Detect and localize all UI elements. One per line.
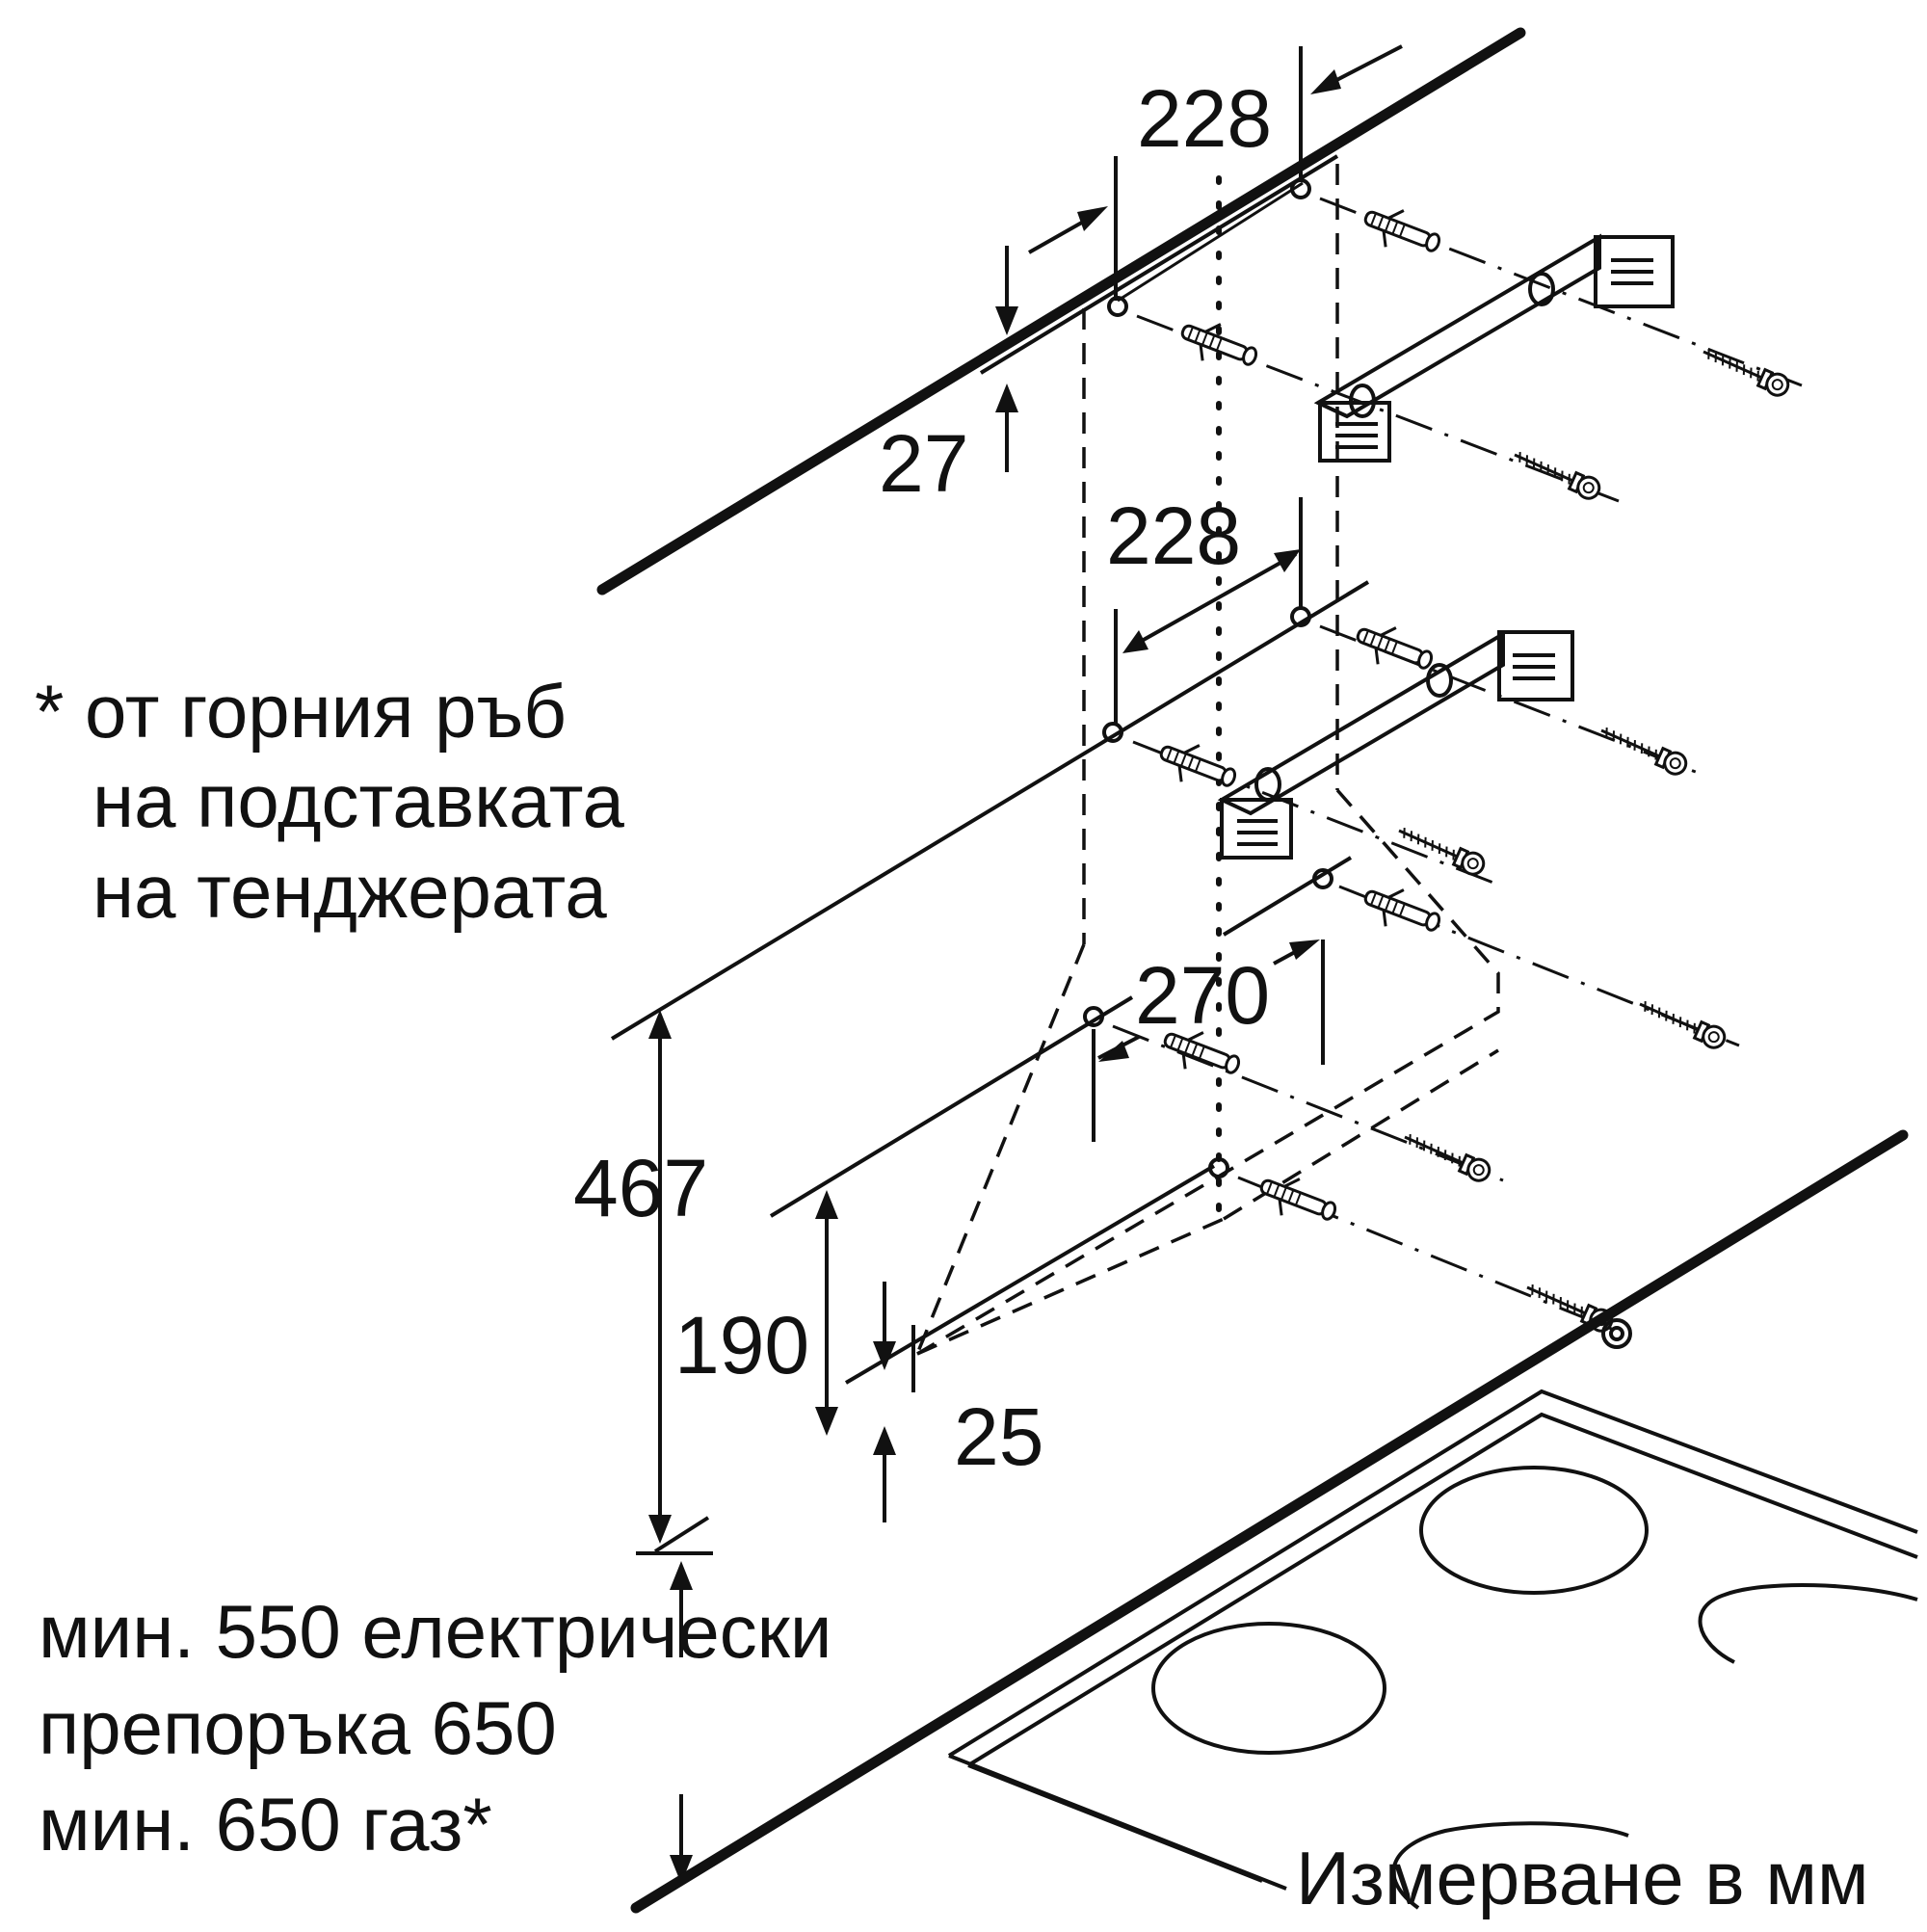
reference-note-line1: * от горния ръб <box>35 669 567 754</box>
ceiling-bracket-line <box>979 154 1339 375</box>
clearance-note-line1: мин. 550 електрически <box>39 1589 832 1674</box>
dim-lower-hole-spacing: 270 <box>1135 950 1270 1041</box>
cooktop-icon <box>630 1129 1918 1914</box>
dim-middle-hole-spacing: 228 <box>1106 490 1241 581</box>
top-bracket <box>1313 233 1675 463</box>
dim-top-hole-spacing: 228 <box>1137 73 1272 164</box>
dimension-lines <box>636 46 1325 1555</box>
screw-icon <box>1393 340 1793 1337</box>
drill-holes <box>1083 178 1333 1178</box>
dim-bottom-offset: 25 <box>954 1391 1043 1482</box>
mounting-lines <box>610 181 1370 1385</box>
dim-height-467: 467 <box>573 1143 708 1233</box>
middle-bracket <box>1217 630 1574 860</box>
clearance-note: мин. 550 електрически препоръка 650 мин.… <box>39 1589 832 1866</box>
clearance-note-line3: мин. 650 газ* <box>39 1782 492 1866</box>
reference-note: * от горния ръб на подставката на тендже… <box>35 669 625 934</box>
reference-note-line2: на подставката <box>92 758 625 843</box>
dim-height-190: 190 <box>674 1300 809 1390</box>
clearance-note-line2: препоръка 650 <box>39 1685 557 1770</box>
dimension-arrows <box>648 44 1403 1884</box>
reference-note-line3: на тенджерата <box>92 849 607 934</box>
dim-top-offset: 27 <box>879 418 968 509</box>
units-label: Измерване в мм <box>1296 1836 1869 1920</box>
ceiling-line <box>596 27 1526 595</box>
